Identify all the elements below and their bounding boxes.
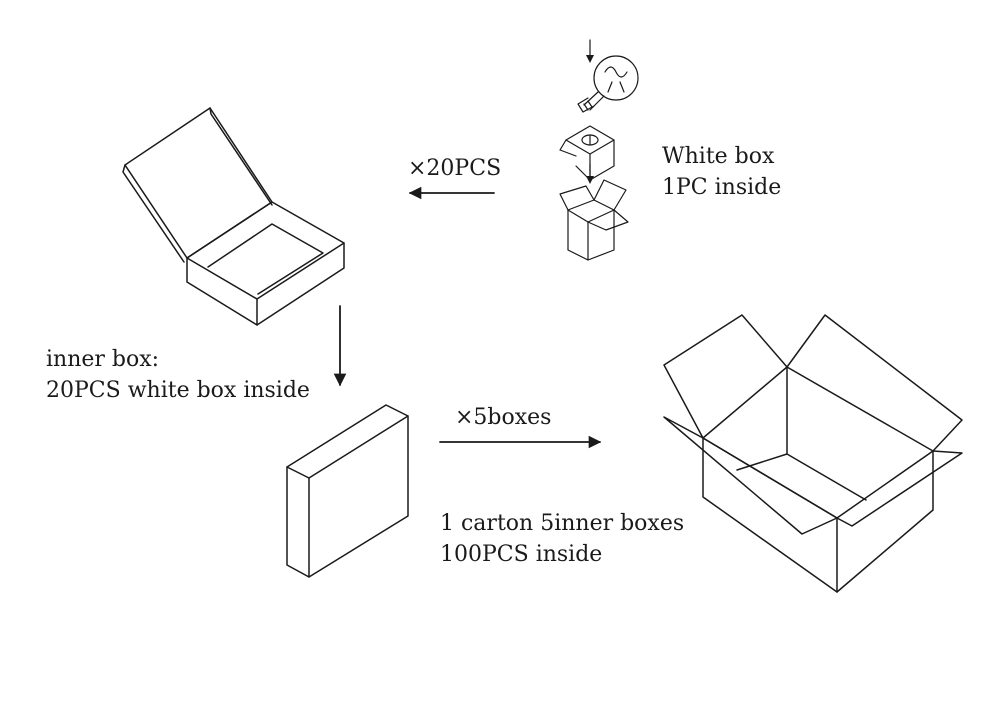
- white-box-label-line2: 1PC inside: [662, 175, 782, 200]
- inner-box-label: inner box: 20PCS white box inside: [46, 344, 310, 406]
- closed-inner-box-icon: [286, 404, 409, 578]
- white-box-label: White box 1PC inside: [662, 141, 781, 203]
- light-bulb-icon: [577, 55, 639, 113]
- insert-down-arrow: [586, 163, 594, 184]
- step1-multiplier: ×20PCS: [408, 156, 502, 181]
- carton-label: 1 carton 5inner boxes 100PCS inside: [440, 508, 684, 570]
- white-box-icon: [559, 179, 629, 261]
- carton-label-line1: 1 carton 5inner boxes: [440, 511, 685, 536]
- open-inner-box-icon: [122, 107, 345, 326]
- bulb-down-arrow: [586, 39, 594, 63]
- step2-multiplier: ×5boxes: [455, 405, 552, 430]
- white-box-label-line1: White box: [662, 144, 775, 169]
- inner-box-label-line1: inner box:: [46, 347, 160, 372]
- carton-box-icon: [663, 314, 963, 593]
- carton-label-line2: 100PCS inside: [440, 542, 603, 567]
- bulb-insert-icon: [559, 125, 615, 181]
- inner-box-label-line2: 20PCS white box inside: [46, 378, 310, 403]
